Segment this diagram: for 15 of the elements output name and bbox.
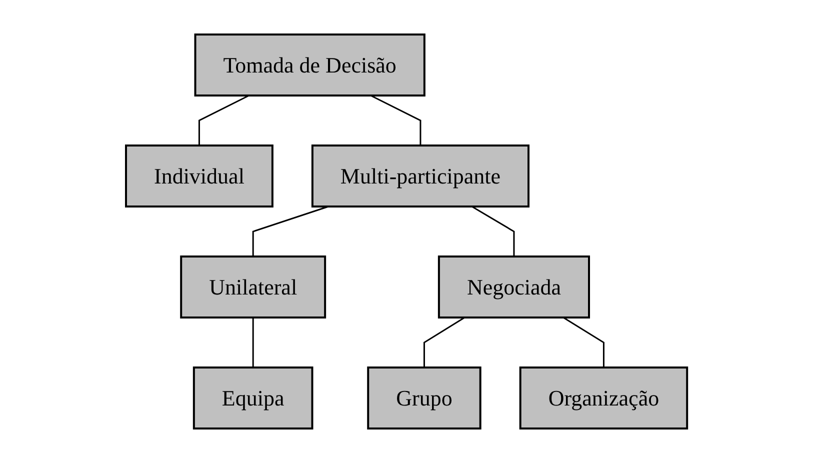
node-box: Negociada xyxy=(438,256,590,318)
connector xyxy=(252,206,329,256)
connector xyxy=(423,316,465,368)
connector xyxy=(252,318,254,368)
connector xyxy=(198,94,250,146)
node-box: Organização xyxy=(519,366,688,430)
node-box: Multi-participante xyxy=(311,144,530,208)
node-box: Unilateral xyxy=(180,256,326,318)
connector xyxy=(562,316,604,368)
node-box: Equipa xyxy=(192,366,314,430)
node-box: Individual xyxy=(124,144,274,208)
connector xyxy=(370,94,422,146)
node-box: Tomada de Decisão xyxy=(194,34,426,96)
node-box: Grupo xyxy=(367,366,482,430)
connector xyxy=(471,206,515,256)
